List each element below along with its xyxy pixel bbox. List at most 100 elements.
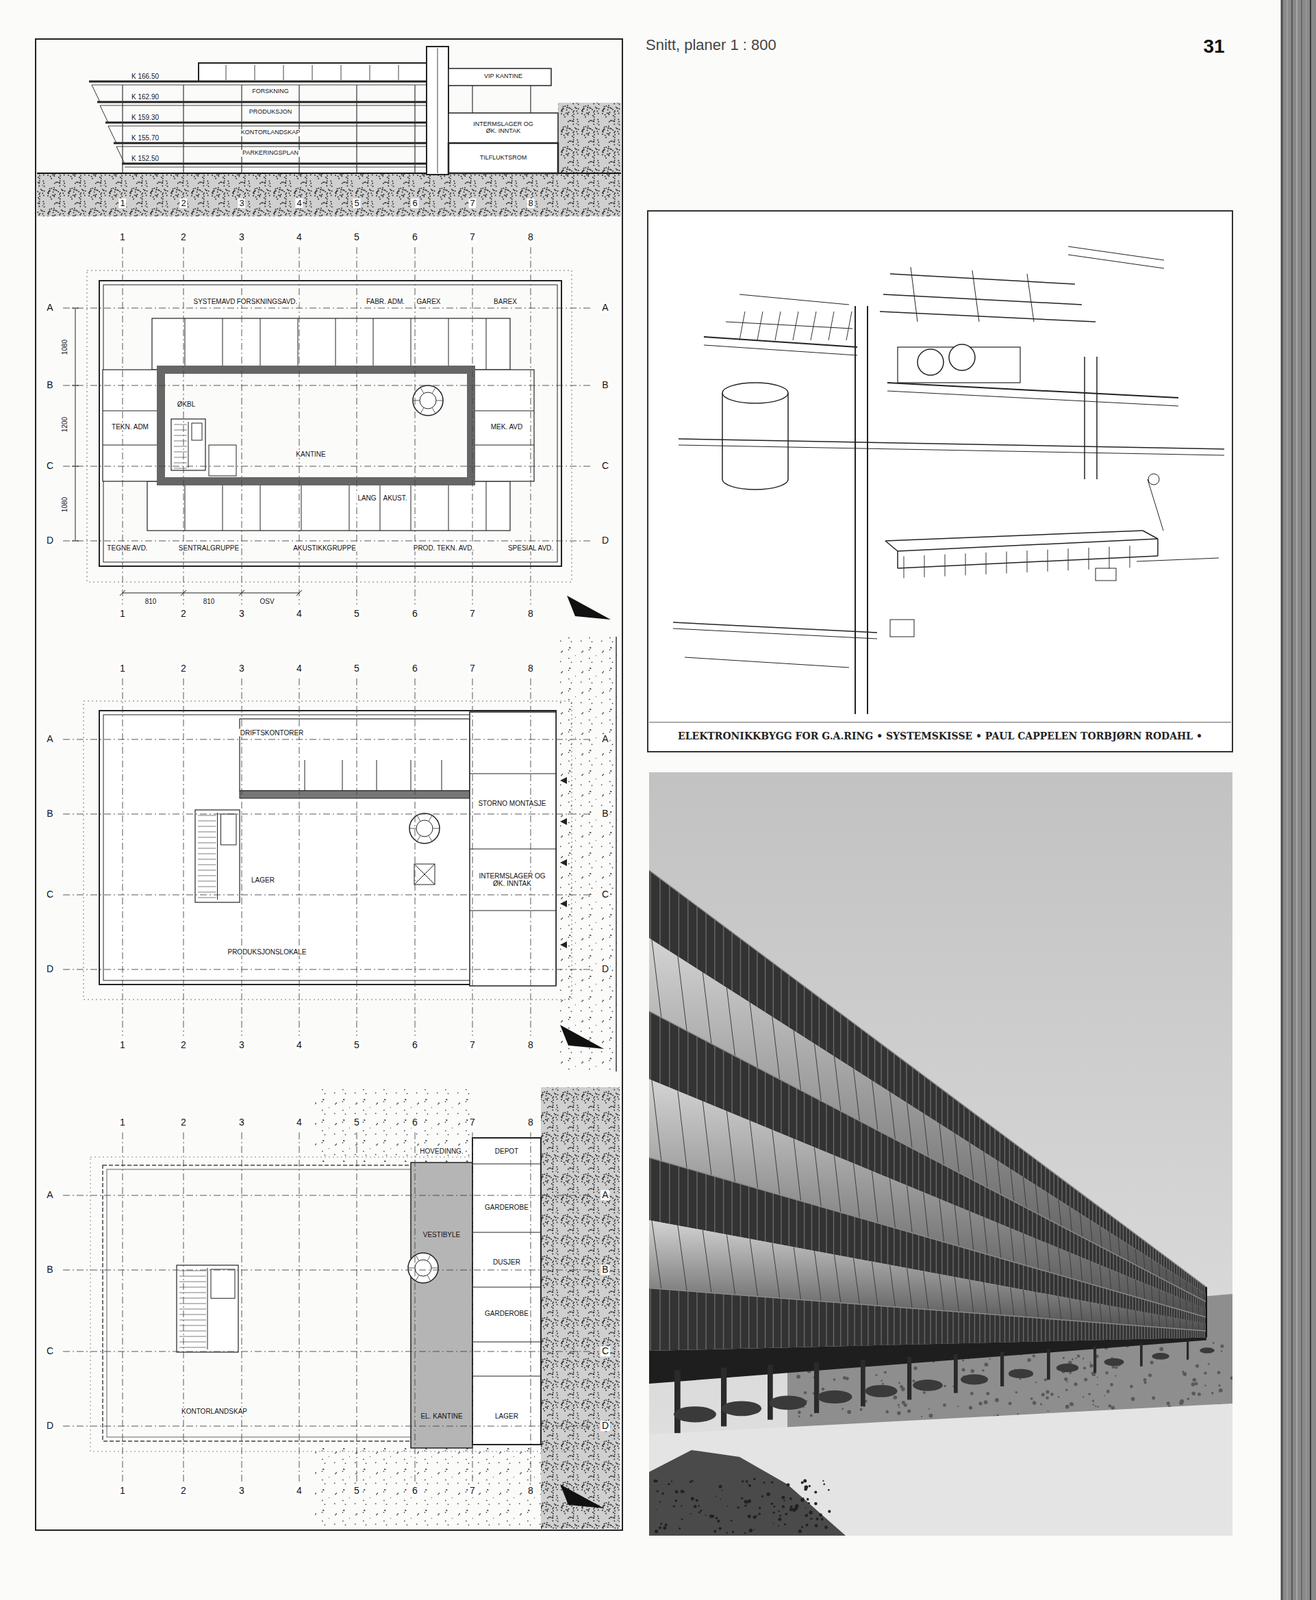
earth-texture	[801, 1481, 804, 1485]
room-label: HOVEDINNG.	[418, 1147, 465, 1156]
fascia-rib	[957, 1172, 959, 1208]
grid-letter: D	[600, 1420, 611, 1432]
glazing-mullion	[1090, 1302, 1093, 1323]
sketch-line	[883, 294, 1082, 305]
tree-texture	[962, 1359, 965, 1362]
fascia-rib	[941, 1241, 943, 1275]
sketch-line	[885, 530, 1143, 541]
glazing-mullion	[1035, 1238, 1039, 1270]
parked-car	[673, 1406, 717, 1423]
vestibule	[410, 1162, 473, 1449]
fascia-rib	[1098, 1322, 1100, 1340]
grid-letter: B	[45, 808, 55, 819]
fascia-rib	[979, 1313, 980, 1344]
fascia-rib	[984, 1253, 986, 1283]
tree-texture	[1090, 1361, 1092, 1364]
fascia-rib	[723, 1294, 724, 1350]
glazing-mullion	[834, 1056, 841, 1112]
sketch-line	[1068, 246, 1164, 261]
grid-line	[414, 678, 416, 1036]
partition	[349, 481, 350, 531]
glazing-mullion	[853, 1163, 860, 1218]
grid-number: 2	[179, 663, 188, 674]
fascia-rib	[1103, 1322, 1104, 1340]
tree-texture	[942, 1403, 947, 1408]
fascia-rib	[1116, 1255, 1117, 1273]
fascia-rib	[756, 951, 758, 1008]
slanted-glazing	[91, 84, 100, 103]
tower-shaft	[437, 47, 439, 174]
fascia-rib	[825, 1003, 827, 1052]
partition	[376, 760, 378, 791]
room-label: KONTORLANDSKAP	[180, 1407, 249, 1416]
room-label: BAREX	[492, 297, 519, 306]
fascia-rib	[1197, 1314, 1199, 1323]
fascia-rib	[899, 1058, 901, 1099]
grid-letter: C	[600, 889, 611, 900]
fascia-rib	[899, 1229, 901, 1268]
fascia-rib	[1192, 1277, 1194, 1287]
grid-line	[356, 678, 358, 1036]
fascia-rib	[1048, 1220, 1050, 1245]
fascia-rib	[1192, 1295, 1194, 1305]
fascia-rib	[874, 1305, 876, 1346]
fascia-rib	[1163, 1305, 1164, 1316]
fascia-rib	[1181, 1289, 1182, 1299]
glazing-mullion	[890, 1265, 896, 1308]
earth-texture	[781, 1496, 785, 1500]
fascia-rib	[1112, 1217, 1114, 1235]
fascia-rib	[1061, 1320, 1062, 1342]
fascia-rib	[659, 1160, 661, 1223]
slab-underside	[116, 146, 428, 148]
earth-texture	[824, 1526, 828, 1530]
glazing-mullion	[1099, 1265, 1102, 1288]
fascia-rib	[1158, 1303, 1160, 1316]
fascia-rib	[963, 1175, 965, 1210]
room-label: VIP KANTINE	[482, 73, 524, 81]
fascia-rib	[905, 1231, 907, 1269]
fascia-rib	[1057, 1176, 1058, 1200]
fascia-rib	[1152, 1274, 1154, 1288]
grid-number: 5	[352, 1485, 361, 1497]
fascia-rib	[1171, 1283, 1173, 1295]
fascia-rib	[764, 1190, 766, 1243]
grid-letter: A	[45, 734, 55, 745]
duct	[917, 349, 944, 376]
glazing-mullion	[1127, 1309, 1129, 1325]
fascia-rib	[874, 1222, 876, 1262]
office-row	[147, 481, 511, 531]
glazing-mullion	[677, 1225, 687, 1292]
partition	[297, 318, 299, 370]
dimension: 810	[143, 597, 159, 606]
fascia-rib	[1009, 1140, 1010, 1169]
earth-texture	[785, 1513, 788, 1516]
fascia-rib	[1187, 1274, 1189, 1284]
fascia-rib	[788, 1084, 790, 1138]
fascia-rib	[974, 1313, 976, 1344]
plan-production-floor	[62, 636, 620, 1072]
fascia-rib	[1053, 1172, 1054, 1197]
joist	[924, 555, 926, 578]
tree-texture	[797, 1411, 802, 1415]
fascia-rib	[687, 1291, 689, 1351]
fascia-rib	[1171, 1307, 1173, 1319]
fascia-rib	[1027, 1153, 1029, 1181]
fascia-rib	[668, 1163, 670, 1225]
grid-letter: B	[45, 380, 55, 391]
fascia-rib	[1009, 1199, 1010, 1229]
grid-line	[530, 678, 532, 1036]
room-label: INTERMSLAGER OG ØK. INNTAK	[467, 121, 539, 135]
sketch-line	[1147, 479, 1164, 531]
tree-texture	[1108, 1404, 1112, 1408]
fascia-rib	[1084, 1321, 1086, 1340]
fascia-rib	[1129, 1324, 1130, 1340]
grid-number: 4	[295, 1040, 304, 1051]
earth-texture	[705, 1514, 707, 1516]
glazing-mullion	[702, 1101, 712, 1176]
fascia-rib	[860, 1122, 862, 1167]
grid-letter: B	[45, 1264, 55, 1275]
fascia-rib	[1098, 1207, 1100, 1226]
tree-texture	[896, 1411, 902, 1416]
roof-beam	[810, 311, 817, 341]
fascia-rib	[723, 925, 724, 986]
